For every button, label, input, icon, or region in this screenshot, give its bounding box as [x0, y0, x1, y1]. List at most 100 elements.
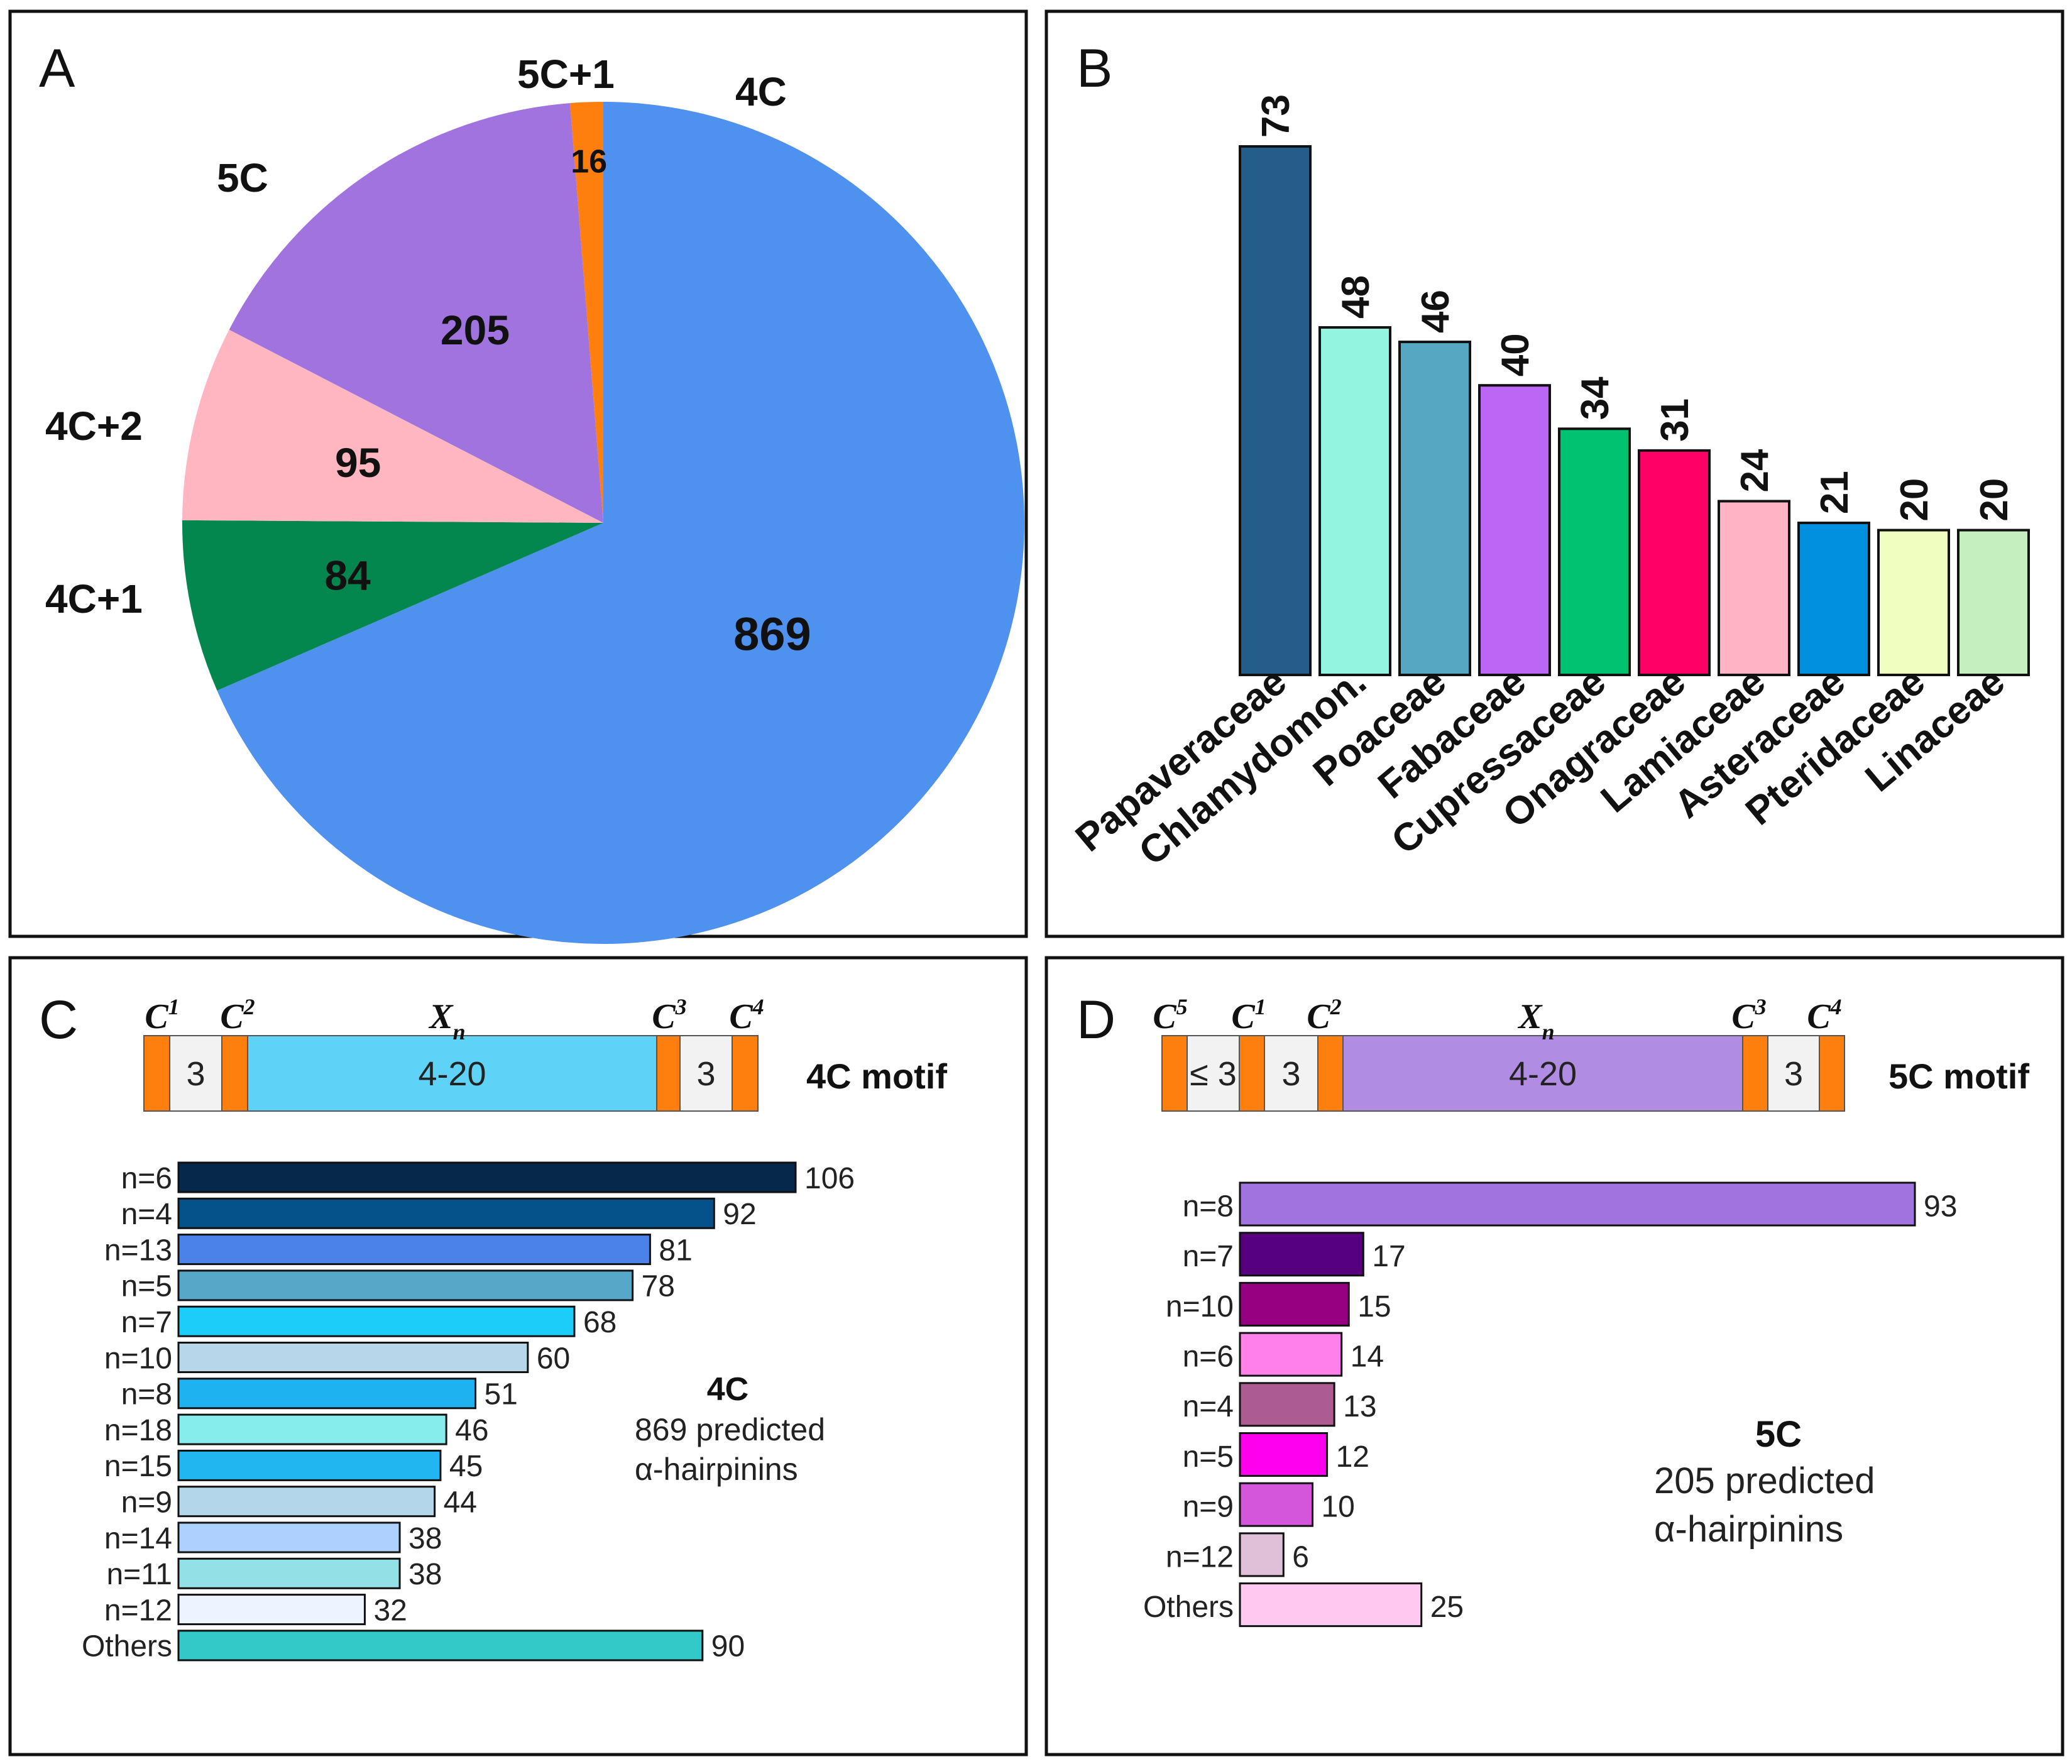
motif-residue-label: C5 [1153, 994, 1187, 1036]
annotation-5c-line1: 205 predicted [1654, 1460, 1875, 1501]
motif-segment-label: 3 [1784, 1055, 1803, 1093]
hbar-value-label: 93 [1924, 1190, 1957, 1223]
hbar-others [1239, 1582, 1423, 1628]
hbar-value-label: 60 [537, 1342, 570, 1375]
hbar-category-label: n=5 [121, 1270, 172, 1303]
hbar-category-label: n=10 [1166, 1290, 1234, 1323]
hbar-category-label: n=8 [1183, 1190, 1234, 1223]
family-bar-chart: 73Papaveraceae48Chlamydomon.46Poaceae40F… [1068, 94, 2030, 874]
motif-segment-cys [221, 1035, 248, 1112]
hbar-category-label: n=4 [121, 1198, 172, 1231]
hbar-n5 [177, 1269, 634, 1301]
motif-segment-cys [1161, 1035, 1188, 1112]
pie-slice-5cplus1 [569, 102, 603, 523]
hbar-n12 [1239, 1532, 1285, 1577]
motif-segment-cys [1317, 1035, 1344, 1112]
motif-residue-label: C2 [220, 994, 255, 1036]
hbar-n7 [177, 1305, 576, 1337]
pie-slice-4cplus1 [182, 520, 603, 691]
bar-value-label: 24 [1733, 449, 1777, 492]
hbar-n10 [1239, 1281, 1350, 1327]
hbar-n9 [177, 1486, 436, 1518]
hbar-category-label: n=12 [1166, 1540, 1234, 1574]
motif-residue-label: C1 [1231, 994, 1266, 1036]
motif-residue-label: C3 [1731, 994, 1766, 1036]
motif-segment-label: ≤ 3 [1190, 1055, 1237, 1093]
hbar-value-label: 17 [1372, 1240, 1405, 1273]
hbar-value-label: 106 [804, 1162, 855, 1195]
bar-linaceae [1957, 529, 2030, 677]
pie-category-label: 4C [735, 69, 787, 114]
hbar-category-label: n=18 [104, 1414, 172, 1447]
hbar-category-label: n=15 [104, 1450, 172, 1483]
panel-d-border [1044, 956, 2064, 1756]
hbar-category-label: n=8 [121, 1378, 172, 1411]
hbar-category-label: Others [82, 1630, 172, 1663]
hbar-value-label: 46 [455, 1414, 488, 1447]
hbar-value-label: 32 [373, 1594, 407, 1627]
panel-letter-a: A [39, 38, 75, 99]
hbar-n4 [1239, 1382, 1335, 1427]
motif-residue-label: C4 [729, 994, 764, 1036]
hbar-value-label: 78 [642, 1270, 675, 1303]
hbar-value-label: 13 [1343, 1390, 1376, 1423]
annotation-4c-line2: α-hairpinins [635, 1452, 798, 1487]
hbar-n14 [177, 1521, 401, 1553]
bar-chlamydomon [1318, 326, 1391, 676]
hbar-value-label: 14 [1351, 1340, 1384, 1374]
pie-slice-4cplus2 [182, 329, 603, 523]
annotation-4c-title: 4C [707, 1371, 748, 1408]
bar-value-label: 20 [1973, 478, 2016, 522]
hbar-value-label: 38 [408, 1558, 442, 1591]
motif-segment-cys [1239, 1035, 1265, 1112]
hbar-n8 [177, 1378, 476, 1410]
bar-value-label: 40 [1494, 333, 1537, 376]
hbar-category-label: n=7 [121, 1306, 172, 1339]
hbar-n9 [1239, 1482, 1313, 1527]
pie-category-label: 5C [217, 155, 268, 200]
hbar-category-label: n=9 [1183, 1491, 1234, 1524]
hbar-n7 [1239, 1232, 1364, 1277]
hbar-n12 [177, 1594, 366, 1626]
pie-value-label: 84 [324, 552, 371, 598]
bar-lamiaceae [1718, 500, 1790, 676]
pie-category-label: 4C+1 [45, 576, 143, 622]
motif-segment-spacer [169, 1035, 222, 1112]
motif-5c-title: 5C motif [1888, 1056, 2029, 1096]
bar-value-label: 46 [1414, 290, 1457, 333]
motif-segment-cys [732, 1035, 759, 1112]
hbar-n8 [1239, 1181, 1916, 1227]
hbar-value-label: 25 [1430, 1591, 1464, 1624]
motif-segment-label: 3 [696, 1055, 715, 1093]
bar-onagraceae [1638, 449, 1711, 677]
hbar-category-label: n=5 [1183, 1440, 1234, 1474]
hbar-category-label: n=12 [104, 1594, 172, 1627]
pie-value-label: 869 [733, 608, 811, 660]
bar-value-label: 31 [1653, 398, 1697, 442]
hbar-others [177, 1630, 704, 1662]
panel-b-border [1044, 9, 2064, 938]
pie-category-label: 5C+1 [517, 52, 615, 97]
motif-segment-spacer [1187, 1035, 1240, 1112]
motif-segment-label: 4-20 [1509, 1055, 1577, 1093]
hbar-n4 [177, 1197, 715, 1229]
motif-segment-spacer [1264, 1035, 1318, 1112]
motif-segment-spacer [679, 1035, 733, 1112]
bar-fabaceae [1478, 384, 1551, 677]
hbar-category-label: n=13 [104, 1234, 172, 1267]
hbar-category-label: n=6 [121, 1162, 172, 1195]
motif-segment-loop [1342, 1035, 1743, 1112]
annotation-4c-line1: 869 predicted [635, 1412, 825, 1447]
panel-c-border [8, 956, 1028, 1756]
hbar-value-label: 51 [484, 1378, 517, 1411]
pie-value-label: 95 [335, 439, 381, 486]
hbar-value-label: 12 [1336, 1440, 1369, 1474]
hbar-value-label: 81 [659, 1234, 692, 1267]
motif-residue-label: C3 [652, 994, 686, 1036]
annotation-5c-line2: α-hairpinins [1654, 1509, 1843, 1550]
bar-asteraceae [1797, 522, 1870, 676]
